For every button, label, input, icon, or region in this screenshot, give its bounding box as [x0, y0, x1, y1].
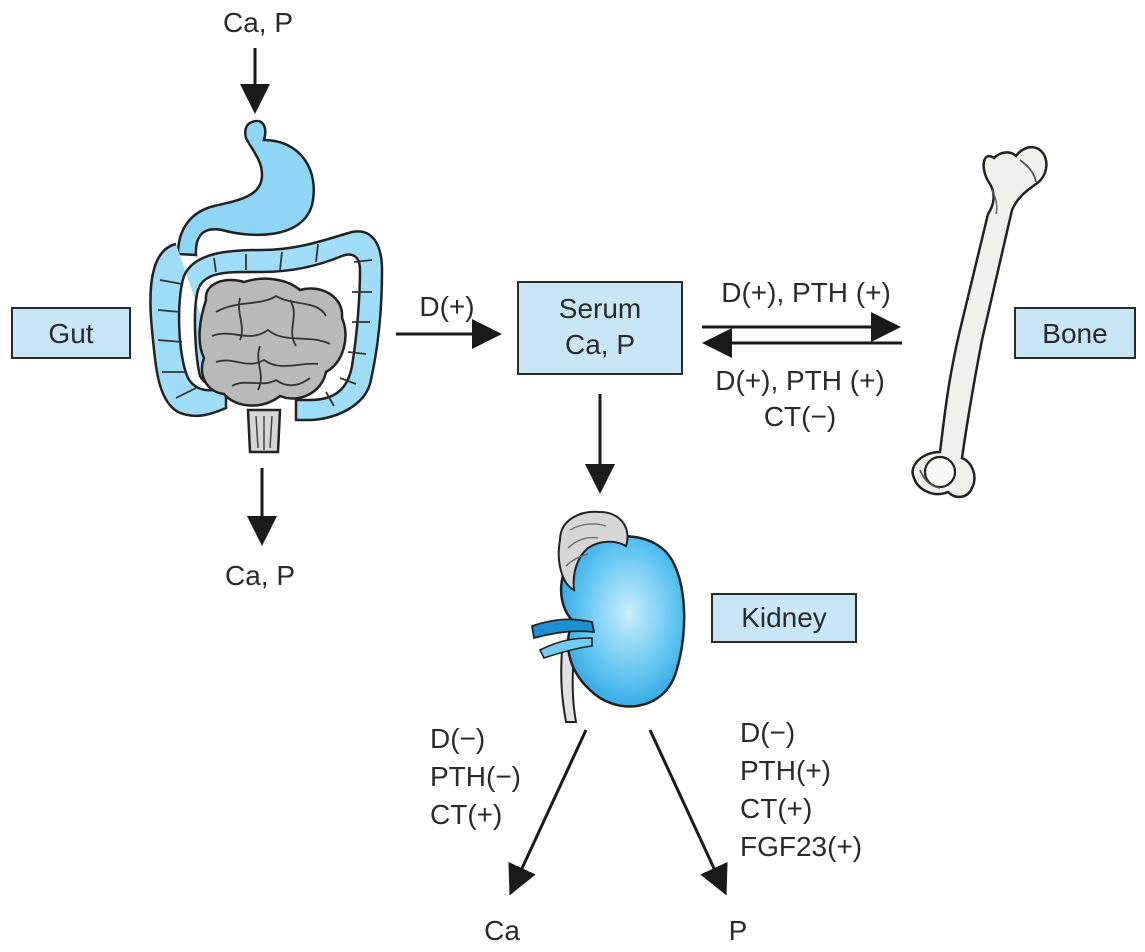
kidney-p-effect-1: D(−): [740, 717, 795, 748]
gut-box: [11, 307, 131, 359]
kidney-icon: [530, 510, 686, 723]
kidney-ca-effect-2: PTH(−): [430, 761, 521, 792]
gut-input-label: Ca, P: [223, 7, 293, 38]
femur-bone-icon: [911, 145, 1048, 499]
kidney-ca-arrow: [508, 729, 588, 896]
gut-box-label: Gut: [48, 318, 93, 349]
digestive-tract-icon: [149, 119, 384, 454]
kidney-p-effect-4: FGF23(+): [740, 831, 862, 862]
bone-box: [1014, 307, 1136, 359]
kidney-p-effect-3: CT(+): [740, 793, 812, 824]
kidney-ca-effect-1: D(−): [430, 723, 485, 754]
serum-box: [517, 281, 683, 375]
kidney-ca-output-label: Ca: [484, 915, 520, 946]
kidney-box-label: Kidney: [741, 602, 827, 633]
serum-box-line1: Serum: [559, 293, 641, 324]
gut-to-serum-label: D(+): [419, 291, 474, 322]
gut-output-label: Ca, P: [225, 560, 295, 591]
kidney-box: [711, 593, 857, 643]
serum-box-line2: Ca, P: [565, 329, 635, 360]
kidney-p-output-label: P: [729, 915, 748, 946]
bone-box-label: Bone: [1042, 318, 1107, 349]
kidney-p-effect-2: PTH(+): [740, 755, 831, 786]
kidney-ca-effect-3: CT(+): [430, 799, 502, 830]
kidney-p-arrow: [648, 729, 728, 896]
serum-to-bone-label: D(+), PTH (+): [721, 277, 891, 308]
bone-to-serum-label-line2: CT(−): [764, 401, 836, 432]
bone-to-serum-label-line1: D(+), PTH (+): [715, 365, 885, 396]
